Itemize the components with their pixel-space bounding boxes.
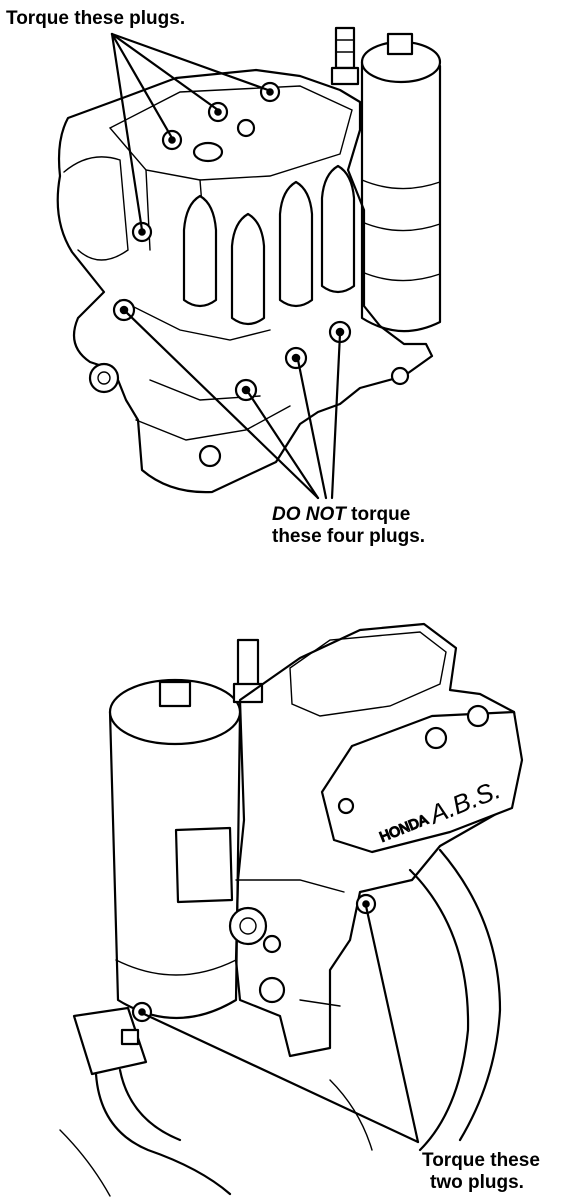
- bottom-wiring-connector: [59, 1006, 232, 1197]
- callout-do-not-line1: DO NOT torque: [272, 504, 425, 526]
- bottom-abs-control-box: HONDA A.B.S.: [320, 704, 524, 854]
- top-accumulator-cylinder: [360, 32, 442, 333]
- bottom-main-block-outline: [234, 622, 522, 1058]
- top-do-not-leader-lines: [124, 310, 342, 500]
- callout-torque-two-plugs: Torque these two plugs.: [422, 1150, 540, 1194]
- top-torque-leader-lines: [110, 32, 270, 232]
- callout-top-text: Torque these plugs.: [6, 8, 186, 29]
- bottom-brake-line-right: [408, 868, 470, 1152]
- bottom-brake-line-right-2: [438, 848, 502, 1142]
- bottom-bleed-nipple: [232, 638, 264, 704]
- bottom-torque-plugs: [131, 893, 377, 1023]
- top-modulator-view: [56, 26, 442, 500]
- callout-two-line1: Torque these: [422, 1150, 540, 1171]
- bottom-modulator-view: HONDA A.B.S.: [59, 622, 524, 1197]
- top-bleed-nipple: [330, 26, 360, 86]
- callout-do-not-torque: DO NOT torque these four plugs.: [272, 504, 425, 548]
- bottom-torque-leader-lines: [142, 904, 420, 1144]
- callout-two-line2: two plugs.: [430, 1172, 524, 1193]
- do-not-rest: torque: [345, 504, 411, 525]
- callout-torque-these-plugs: Torque these plugs.: [6, 8, 185, 30]
- callout-do-not-line2: these four plugs.: [272, 526, 426, 547]
- top-main-block-outline: [56, 68, 434, 494]
- bottom-motor-cylinder: [108, 678, 242, 1020]
- do-not-emphasis: DO NOT: [272, 504, 346, 525]
